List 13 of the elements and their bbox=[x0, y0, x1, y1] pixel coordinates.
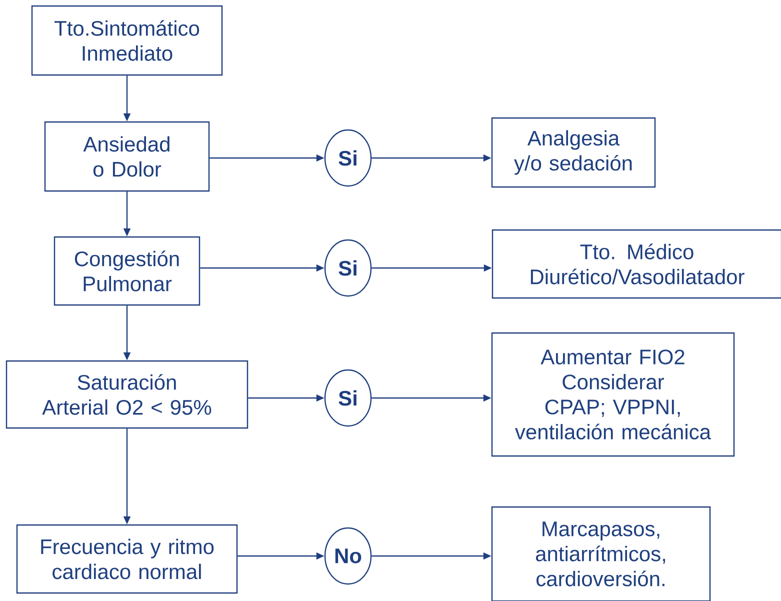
answer-oval: Si bbox=[324, 239, 372, 297]
process-box: Marcapasos, antiarrítmicos, cardioversión. bbox=[491, 506, 711, 601]
answer-oval: No bbox=[324, 527, 372, 585]
process-box: Congestión Pulmonar bbox=[54, 236, 200, 306]
answer-oval: Si bbox=[324, 369, 372, 427]
process-box: Ansiedad o Dolor bbox=[44, 121, 210, 192]
process-box: Tto.Sintomático Inmediato bbox=[31, 5, 223, 76]
process-box: Analgesia y/o sedación bbox=[491, 117, 656, 188]
answer-oval: Si bbox=[324, 129, 372, 187]
process-box: Tto. Médico Diurético/Vasodilatador bbox=[492, 229, 781, 299]
process-box: Saturación Arterial O2 < 95% bbox=[6, 360, 248, 429]
process-box: Aumentar FIO2 Considerar CPAP; VPPNI, ventilación mecánica bbox=[491, 332, 735, 457]
process-box: Frecuencia y ritmo cardiaco normal bbox=[16, 524, 238, 594]
